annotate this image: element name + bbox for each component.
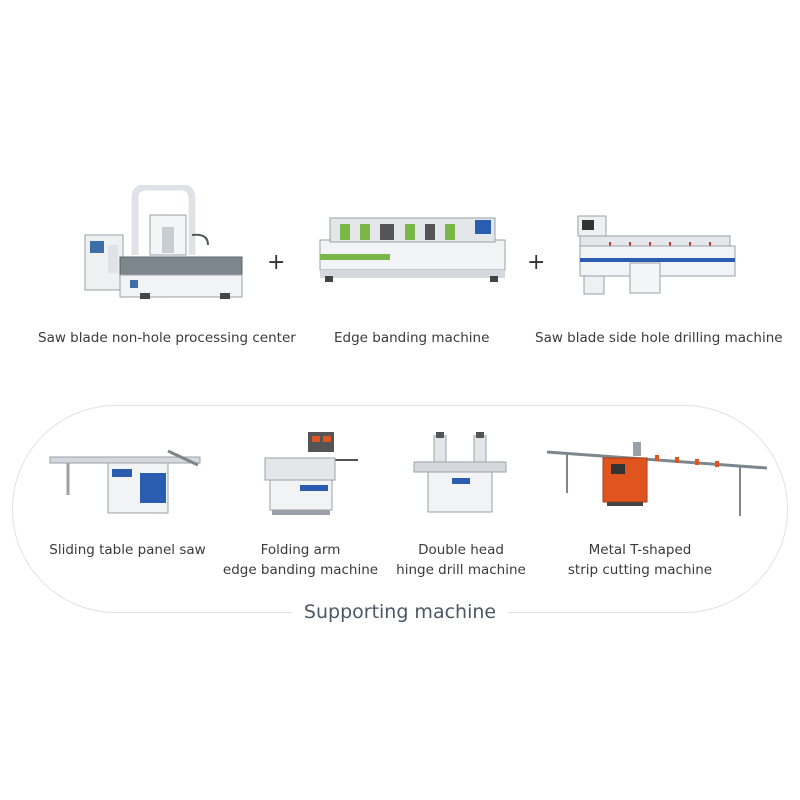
metal-t-shaped-strip-cutting-machine-image bbox=[546, 442, 768, 516]
plus-connector-1: + bbox=[267, 250, 286, 275]
side-hole-drilling-machine-image bbox=[577, 215, 736, 295]
caption-edge-banding-machine: Edge banding machine bbox=[334, 330, 490, 346]
caption-sliding-table-panel-saw: Sliding table panel saw bbox=[49, 542, 206, 558]
supporting-machine-title: Supporting machine bbox=[0, 601, 800, 623]
caption-double-head-hinge-drill-machine: Double head hinge drill machine bbox=[396, 542, 526, 578]
caption-side-hole-drilling-machine: Saw blade side hole drilling machine bbox=[535, 330, 783, 346]
supporting-machine-title-text: Supporting machine bbox=[291, 601, 509, 623]
folding-arm-edge-banding-machine-image bbox=[264, 432, 358, 515]
caption-folding-arm-edge-banding-machine: Folding arm edge banding machine bbox=[222, 542, 379, 578]
cnc-processing-center-image bbox=[84, 185, 243, 299]
caption-cnc-processing-center: Saw blade non-hole processing center bbox=[38, 330, 296, 346]
double-head-hinge-drill-machine-image bbox=[413, 432, 507, 513]
edge-banding-machine-image bbox=[319, 217, 506, 282]
sliding-table-panel-saw-image bbox=[49, 449, 201, 514]
caption-metal-t-shaped-strip-cutting-machine: Metal T-shaped strip cutting machine bbox=[567, 542, 713, 578]
plus-connector-2: + bbox=[527, 250, 546, 275]
